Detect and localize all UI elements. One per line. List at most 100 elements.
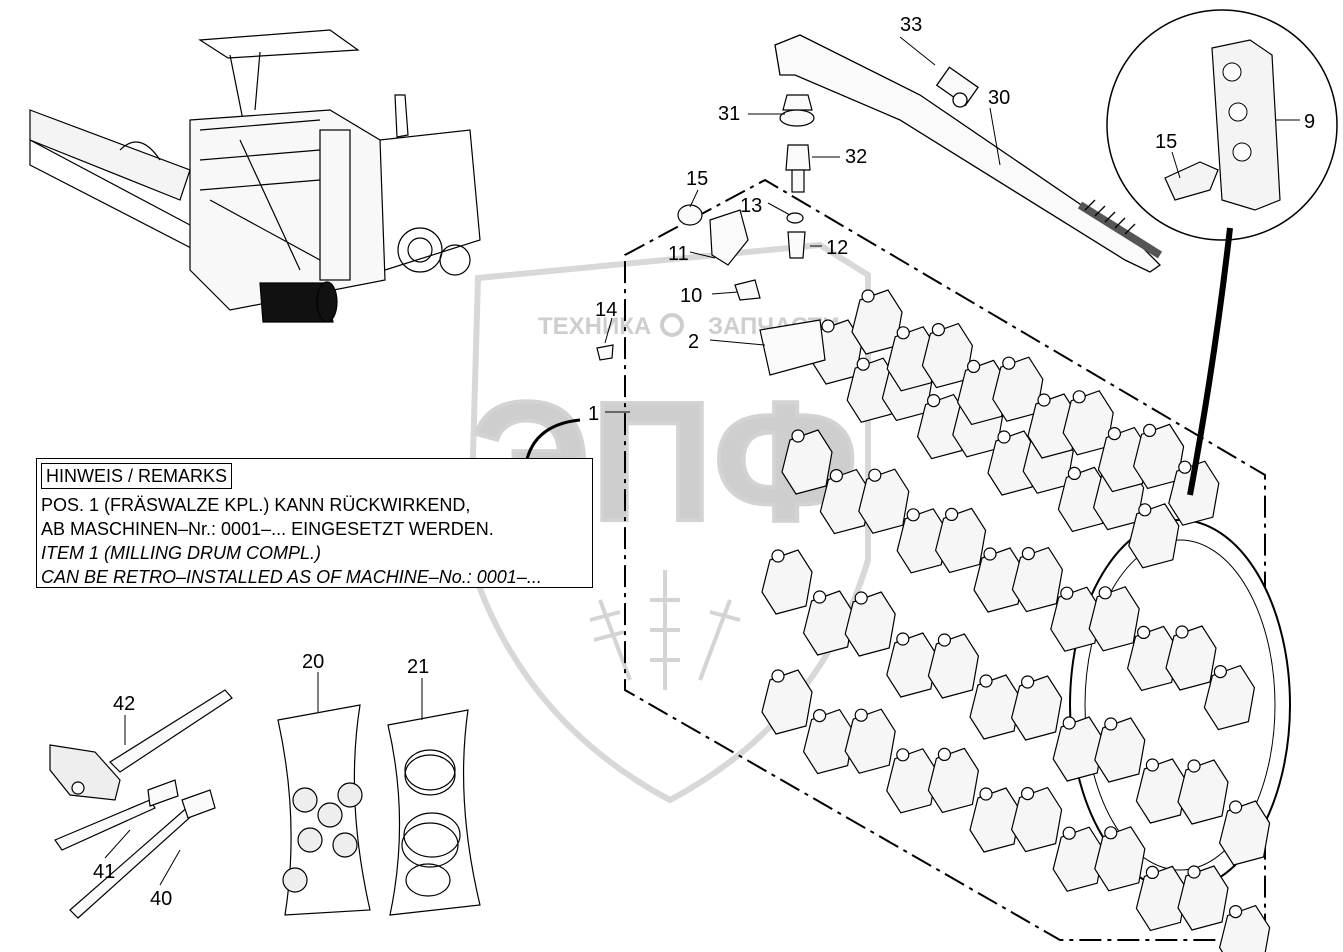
- drum-pick-tip: [1104, 717, 1118, 731]
- drum-pick-tip: [937, 633, 952, 647]
- drum-pick-tip: [812, 708, 827, 723]
- callout-2: 2: [688, 331, 699, 353]
- drum-pick-tip: [896, 632, 910, 646]
- drum-tooth-holder: [1135, 758, 1188, 824]
- drum-pick-tip: [926, 394, 941, 408]
- callout-41: 41: [93, 861, 115, 883]
- callout-30: 30: [988, 87, 1010, 109]
- drum-tooth-holder: [987, 430, 1039, 496]
- drum-pick-tip: [1107, 427, 1122, 441]
- drum-tooth-holder: [802, 708, 855, 775]
- leader-lines: [104, 36, 1300, 886]
- drum-pick-tip: [1175, 625, 1189, 639]
- drum-tooth-holder: [1057, 466, 1110, 533]
- drum-pick-tip: [979, 787, 993, 801]
- callout-33: 33: [900, 14, 922, 36]
- drum-tooth-holder: [886, 748, 938, 814]
- drum-tooth-holder: [819, 468, 872, 535]
- drum-pick-tip: [979, 674, 993, 688]
- callout-10: 10: [680, 285, 702, 307]
- drum-tooth-holder: [1050, 586, 1102, 652]
- drum-pick-tip: [829, 469, 844, 483]
- callout-11: 11: [668, 243, 689, 265]
- drum-pick-tip: [1104, 826, 1118, 840]
- drum-pick-tip: [983, 547, 997, 561]
- callout-21: 21: [407, 656, 429, 678]
- remarks-box: HINWEIS / REMARKS POS. 1 (FRÄSWALZE KPL.…: [36, 458, 593, 588]
- drum-tooth-holder: [1177, 759, 1229, 825]
- drum-pick-tip: [931, 323, 946, 337]
- drum-pick-tip: [1002, 356, 1016, 370]
- drum-pick-tip: [1098, 586, 1112, 600]
- callout-15-toolholder: 15: [686, 168, 708, 190]
- drum-pick-tip: [1020, 675, 1035, 689]
- drum-tooth-holder: [1011, 546, 1064, 613]
- drum-pick-tip: [997, 430, 1011, 444]
- drum-pick-tip: [856, 357, 870, 371]
- drum-pick-tip: [937, 747, 952, 762]
- drum-tooth-holder: [1052, 716, 1104, 782]
- drum-pick-tip: [1062, 826, 1076, 840]
- drum-pick-tip: [966, 359, 981, 373]
- drum-pick-tip: [861, 289, 875, 303]
- drum-pick-tip: [896, 326, 910, 340]
- drum-tooth-holder: [969, 787, 1021, 853]
- drum-pick-tip: [1187, 759, 1201, 773]
- drum-pick-tip: [896, 748, 910, 762]
- drum-pick-tip: [1021, 546, 1036, 561]
- drum-tooth-holder: [1126, 625, 1179, 692]
- callout-9: 9: [1304, 111, 1315, 133]
- drum-tooth-holder: [1010, 786, 1063, 853]
- drum-tooth-holder: [1128, 503, 1180, 569]
- drum-tooth-holder: [1088, 586, 1140, 652]
- parts-bags-illustration: [277, 704, 481, 916]
- drum-tooth-holder: [896, 508, 948, 574]
- drum-tooth-holder: [927, 747, 980, 814]
- drum-tooth-holder: [1218, 904, 1271, 952]
- socket-adapter-illustration: [779, 94, 815, 193]
- drum-pick-tip: [1228, 904, 1243, 919]
- callout-15-inset: 15: [1155, 131, 1177, 153]
- drum-pick-tip: [854, 708, 868, 722]
- drum-tooth-holder: [761, 669, 813, 735]
- drum-pick-tip: [1067, 466, 1082, 480]
- hand-tools-illustration: [49, 689, 233, 919]
- drum-pick-tip: [1178, 460, 1192, 474]
- drum-tooth-holder: [1203, 664, 1256, 731]
- callout-40: 40: [150, 888, 172, 910]
- drum-tooth-holder: [956, 359, 1009, 426]
- drum-pick-tip: [1187, 865, 1201, 879]
- drum-tooth-holder: [1177, 865, 1229, 931]
- drum-tooth-holder: [886, 326, 938, 392]
- drum-tooth-holder: [886, 632, 938, 698]
- drum-tooth-holder: [844, 591, 896, 657]
- remarks-line-de-1: POS. 1 (FRÄSWALZE KPL.) KANN RÜCKWIRKEND…: [41, 495, 471, 515]
- drum-tooth-holder: [1135, 865, 1188, 932]
- callout-labels: 1 2 9 10 11 12 13 14 15 15 20 21 30 31 3…: [93, 14, 1315, 910]
- callout-20: 20: [302, 651, 324, 673]
- drum-tooth-holder: [1218, 800, 1271, 866]
- drum-tooth-holder: [916, 393, 969, 460]
- drum-pick-tip: [791, 429, 805, 443]
- drum-pick-tip: [812, 590, 827, 604]
- remarks-line-en-1: ITEM 1 (MILLING DRUM COMPL.): [41, 543, 322, 563]
- drum-tooth-holder: [1027, 393, 1079, 459]
- drum-pick-tip: [771, 669, 785, 683]
- drum-pick-tip: [1145, 758, 1160, 772]
- drum-pick-tip: [771, 549, 785, 563]
- remarks-line-en-2: CAN BE RETRO–INSTALLED AS OF MACHINE–No.…: [41, 567, 542, 587]
- callout-12: 12: [826, 237, 848, 259]
- drum-tooth-holder: [781, 429, 833, 495]
- remarks-header: HINWEIS / REMARKS: [41, 463, 233, 489]
- drum-tooth-holder: [761, 549, 813, 615]
- drum-tooth-holder: [1094, 826, 1146, 892]
- callout-14: 14: [595, 299, 617, 321]
- drum-pick-tip: [1145, 865, 1160, 880]
- drum-pick-tip: [1072, 390, 1086, 404]
- drum-pick-tip: [1020, 786, 1035, 801]
- remarks-line-de-2: AB MASCHINEN–Nr.: 0001–... EINGESETZT WE…: [41, 519, 494, 539]
- drum-pick-tip: [1062, 716, 1076, 730]
- drum-pick-tip: [1060, 586, 1074, 600]
- drum-pick-tip: [944, 507, 959, 522]
